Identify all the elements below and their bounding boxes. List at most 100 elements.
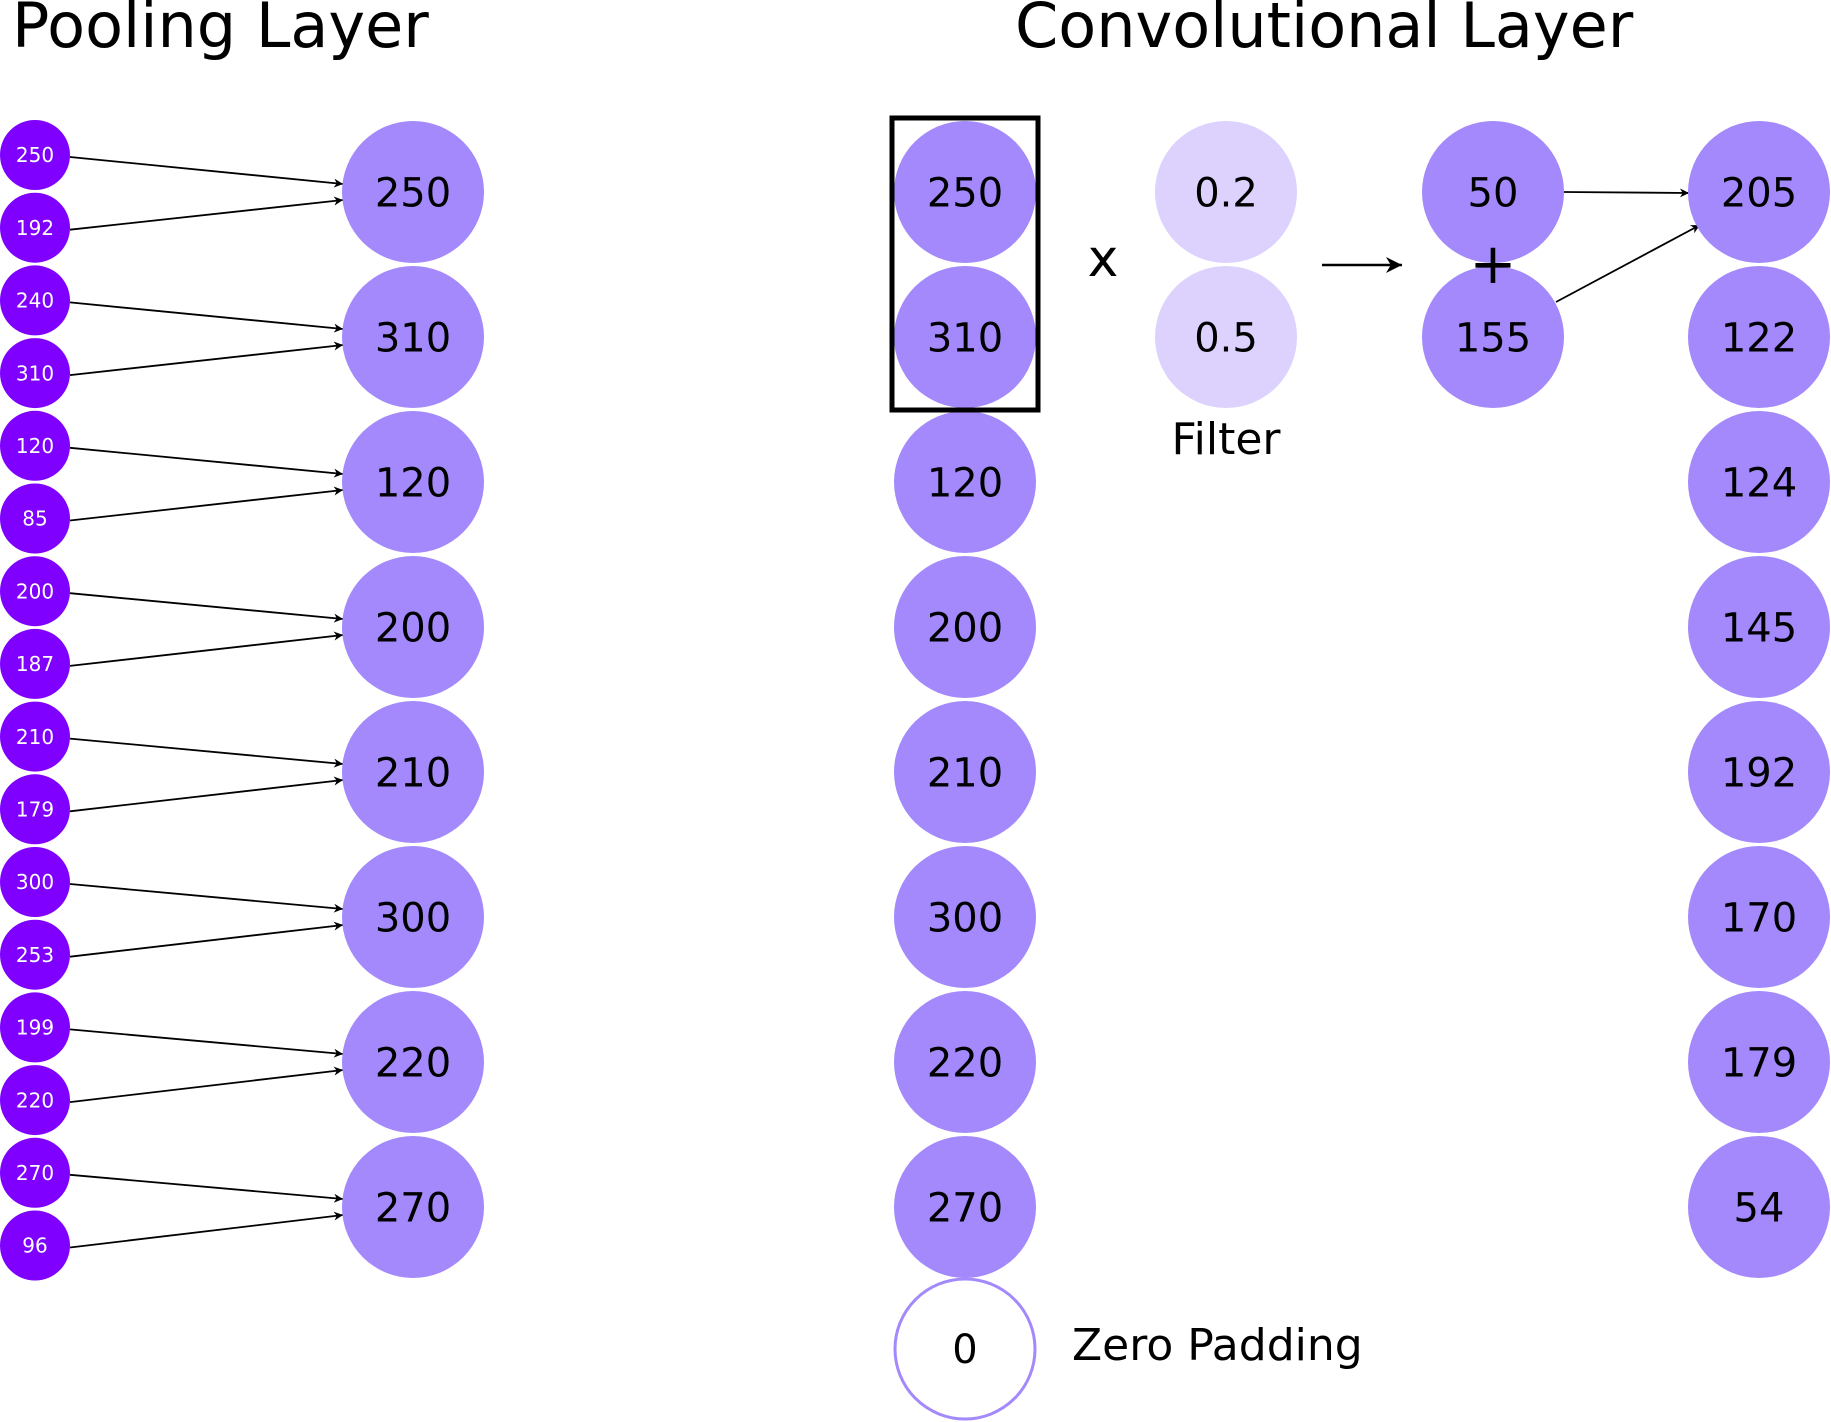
pooling-arrow xyxy=(69,592,344,623)
conv-input-node: 300 xyxy=(894,846,1036,988)
pool-output-node-circle xyxy=(342,266,484,408)
pool-output-node-label: 220 xyxy=(375,1040,451,1086)
pool-input-node-label: 192 xyxy=(16,216,54,240)
pooling-input-nodes: 2501922403101208520018721017930025319922… xyxy=(0,120,70,1281)
pool-input-node: 96 xyxy=(0,1210,70,1281)
pool-output-node-label: 270 xyxy=(375,1185,451,1231)
conv-input-node: 270 xyxy=(894,1136,1036,1278)
product-node-circle xyxy=(1422,121,1564,263)
pooling-arrow xyxy=(69,446,344,478)
pool-input-node: 240 xyxy=(0,265,70,336)
zero-padding-value: 0 xyxy=(952,1327,977,1373)
conv-output-node: 170 xyxy=(1688,846,1830,988)
pool-output-node: 310 xyxy=(342,266,484,408)
pool-input-node-circle xyxy=(0,483,70,554)
pool-output-node-label: 300 xyxy=(375,895,451,941)
pool-output-node-circle xyxy=(342,411,484,553)
pool-input-node-circle xyxy=(0,556,70,627)
filter-node: 0.5 xyxy=(1155,266,1297,408)
filter-node-label: 0.5 xyxy=(1194,315,1258,361)
pooling-arrow xyxy=(69,1066,344,1103)
conv-output-node-circle xyxy=(1688,991,1830,1133)
pool-input-node: 250 xyxy=(0,120,70,190)
pool-input-node-label: 120 xyxy=(16,434,54,458)
pool-input-node: 220 xyxy=(0,1065,70,1136)
conv-input-node-label: 120 xyxy=(927,460,1003,506)
filter-node-circle xyxy=(1155,121,1297,263)
filter-label: Filter xyxy=(1172,414,1282,465)
pool-output-node: 210 xyxy=(342,701,484,843)
conv-output-node: 179 xyxy=(1688,991,1830,1133)
conv-output-node-circle xyxy=(1688,266,1830,408)
pooling-arrow xyxy=(69,921,344,958)
conv-output-node-circle xyxy=(1688,411,1830,553)
conv-output-node: 192 xyxy=(1688,701,1830,843)
product-to-output-arrow-2 xyxy=(1555,224,1701,303)
conv-output-node-label: 54 xyxy=(1734,1185,1785,1231)
filter-node-circle xyxy=(1155,266,1297,408)
conv-input-node-circle xyxy=(894,991,1036,1133)
pooling-arrow xyxy=(69,1173,344,1203)
conv-output-node-label: 192 xyxy=(1721,750,1797,796)
pool-input-node-circle xyxy=(0,1137,70,1208)
conv-input-node-label: 310 xyxy=(927,315,1003,361)
conv-output-node-circle xyxy=(1688,1136,1830,1278)
pool-output-node-label: 310 xyxy=(375,315,451,361)
filter-nodes: 0.20.5 xyxy=(1155,121,1297,408)
pool-input-node-label: 220 xyxy=(16,1088,54,1112)
conv-output-node: 122 xyxy=(1688,266,1830,408)
pooling-arrow xyxy=(69,156,344,188)
product-node: 50 xyxy=(1422,121,1564,263)
conv-input-node-circle xyxy=(894,411,1036,553)
conv-output-node: 145 xyxy=(1688,556,1830,698)
pool-input-node-label: 270 xyxy=(16,1161,54,1185)
pool-output-node-label: 120 xyxy=(375,460,451,506)
conv-input-node-circle xyxy=(894,121,1036,263)
conv-input-node: 220 xyxy=(894,991,1036,1133)
pooling-arrows xyxy=(69,156,344,1249)
conv-input-node: 200 xyxy=(894,556,1036,698)
conv-input-node-label: 220 xyxy=(927,1040,1003,1086)
pool-input-node-circle xyxy=(0,265,70,336)
conv-input-node-circle xyxy=(894,556,1036,698)
conv-output-node-circle xyxy=(1688,121,1830,263)
pooling-arrow xyxy=(69,737,344,768)
pool-output-node-circle xyxy=(342,846,484,988)
pool-input-node-circle xyxy=(0,847,70,917)
product-node-circle xyxy=(1422,266,1564,408)
pool-output-node-circle xyxy=(342,1136,484,1278)
pool-output-node-circle xyxy=(342,991,484,1133)
pool-input-node: 210 xyxy=(0,701,70,772)
pool-input-node-circle xyxy=(0,1065,70,1136)
pool-input-node-label: 200 xyxy=(16,579,54,603)
pool-input-node-label: 300 xyxy=(16,870,54,894)
conv-output-node-label: 122 xyxy=(1721,315,1797,361)
product-to-output-arrow-1 xyxy=(1563,188,1690,198)
pool-input-node-circle xyxy=(0,992,70,1063)
conv-output-node-label: 179 xyxy=(1721,1040,1797,1086)
pooling-arrow xyxy=(69,631,344,667)
conv-input-node: 210 xyxy=(894,701,1036,843)
pool-input-node-circle xyxy=(0,410,70,481)
pool-input-node: 120 xyxy=(0,410,70,481)
conv-output-node-circle xyxy=(1688,701,1830,843)
pool-input-node-label: 85 xyxy=(22,507,47,531)
product-node-label: 155 xyxy=(1455,315,1531,361)
conv-input-node: 250 xyxy=(894,121,1036,263)
conv-output-node-circle xyxy=(1688,556,1830,698)
conv-input-node-circle xyxy=(894,701,1036,843)
pool-output-node-label: 250 xyxy=(375,170,451,216)
kernel-window xyxy=(889,115,1041,413)
conv-output-node: 124 xyxy=(1688,411,1830,553)
conv-input-node-label: 300 xyxy=(927,895,1003,941)
pool-input-node-circle xyxy=(0,338,70,409)
pool-input-node: 187 xyxy=(0,628,70,699)
conv-output-node: 205 xyxy=(1688,121,1830,263)
pool-input-node-label: 199 xyxy=(16,1016,54,1040)
pool-output-node: 120 xyxy=(342,411,484,553)
pooling-arrow xyxy=(69,301,344,333)
pool-output-node-circle xyxy=(342,556,484,698)
